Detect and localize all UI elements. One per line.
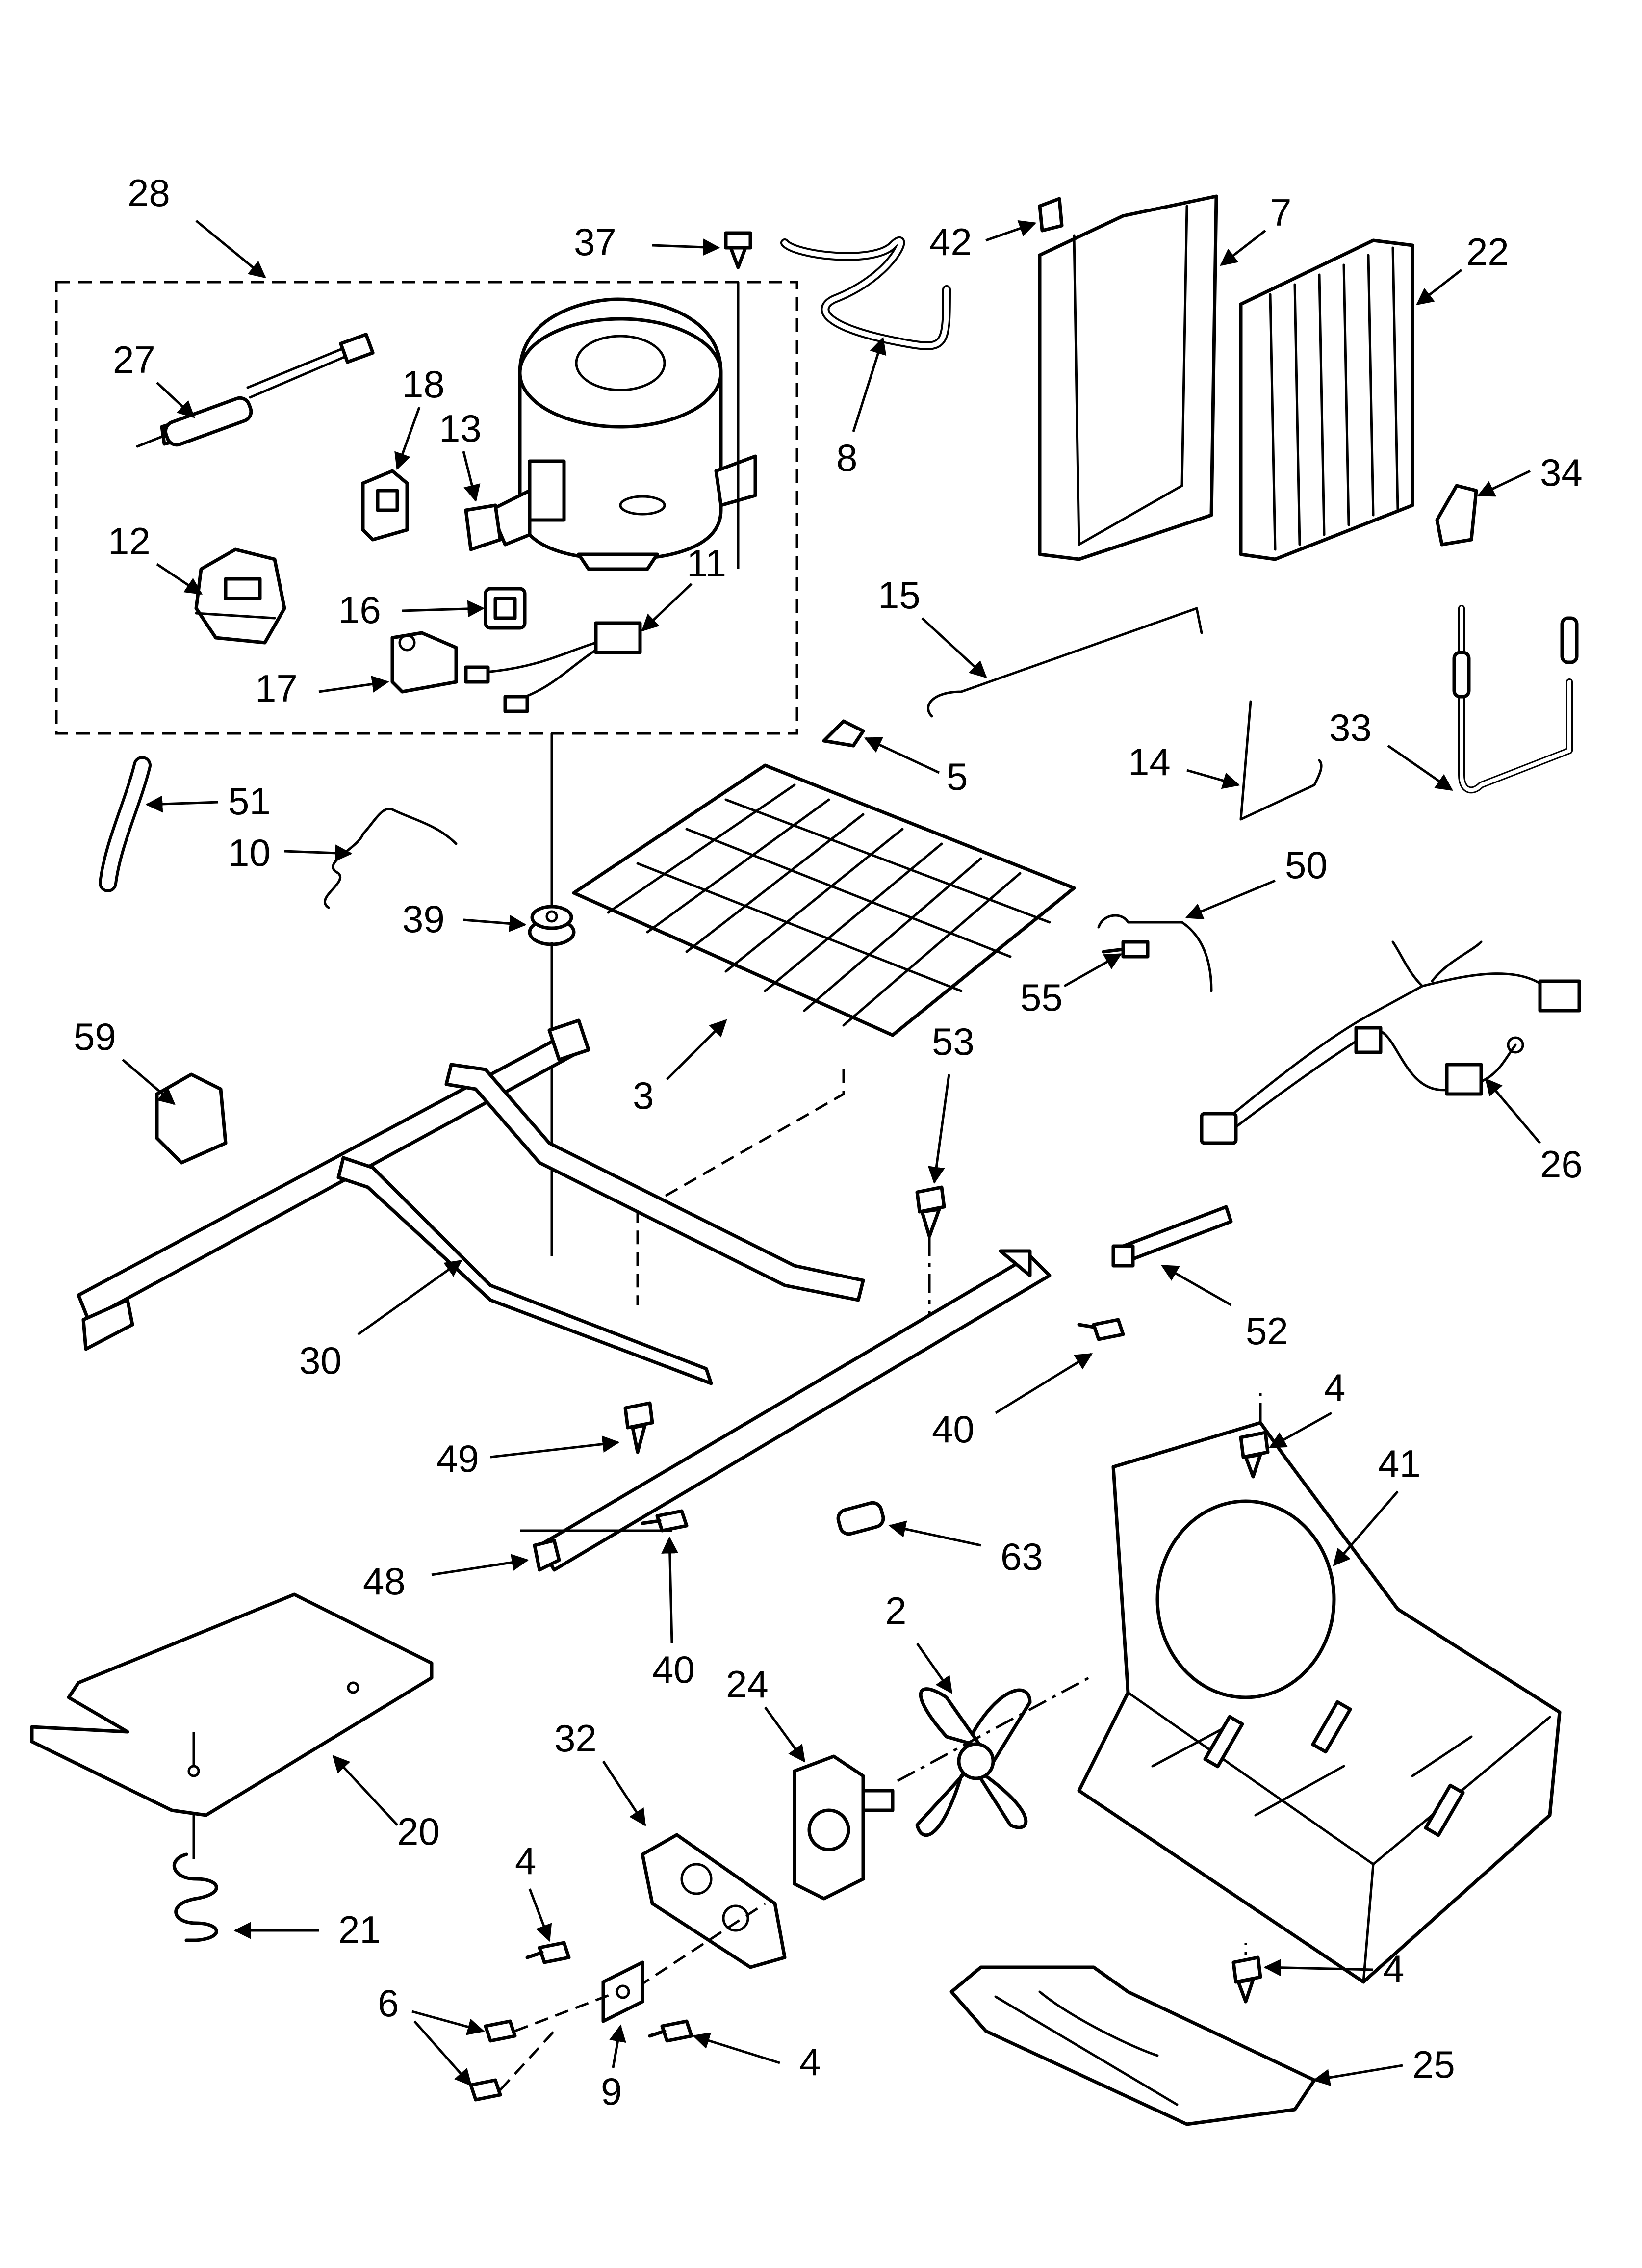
part-24-fan-motor <box>793 1754 895 1901</box>
label-17: 17 <box>255 667 298 710</box>
part-30-frame <box>77 1018 865 1385</box>
label-2: 2 <box>885 1589 906 1632</box>
label-27: 27 <box>113 338 155 381</box>
part-14-hanger <box>1239 700 1323 821</box>
part-3-evaporator <box>572 763 1076 1037</box>
label-34: 34 <box>1540 451 1583 494</box>
label-9: 9 <box>601 2070 622 2113</box>
label-7: 7 <box>1270 191 1291 234</box>
label-5: 5 <box>947 755 968 798</box>
part-5-clip <box>822 719 865 748</box>
part-41-base-pan <box>1077 1421 1562 1984</box>
part-11-wire-harness <box>464 621 642 713</box>
label-40-right: 40 <box>932 1408 975 1451</box>
label-26: 26 <box>1540 1143 1583 1186</box>
label-4-bottom: 4 <box>1383 1947 1404 1990</box>
part-7-shroud <box>1038 194 1218 561</box>
label-39: 39 <box>402 897 445 940</box>
part-55-screw <box>1102 940 1150 959</box>
label-55: 55 <box>1020 976 1063 1019</box>
part-37-screw <box>724 231 752 269</box>
part-63-fitting <box>836 1501 885 1536</box>
label-6: 6 <box>378 1981 399 2025</box>
part-4-screw-bottom <box>1232 1955 1262 2004</box>
part-40-screw-b <box>641 1509 689 1533</box>
label-63: 63 <box>1001 1535 1043 1578</box>
label-14: 14 <box>1128 740 1171 783</box>
label-40-left: 40 <box>652 1648 695 1691</box>
label-53: 53 <box>932 1020 975 1063</box>
part-18-relay <box>361 469 409 542</box>
part-48-rail <box>533 1249 1052 1572</box>
label-10: 10 <box>228 831 271 874</box>
label-30: 30 <box>299 1339 342 1382</box>
label-37: 37 <box>574 220 616 263</box>
part-39-grommet <box>528 905 576 946</box>
label-49: 49 <box>436 1437 479 1480</box>
part-10-wire <box>323 807 458 909</box>
label-52: 52 <box>1246 1309 1288 1353</box>
label-22: 22 <box>1466 230 1509 273</box>
label-21: 21 <box>338 1908 381 1951</box>
label-15: 15 <box>878 574 921 617</box>
label-3: 3 <box>633 1074 654 1117</box>
part-34-clip <box>1435 484 1478 547</box>
label-11: 11 <box>687 542 726 585</box>
part-32-bracket <box>641 1833 787 1969</box>
part-4-screw-right <box>648 2019 693 2043</box>
label-32: 32 <box>554 1717 597 1760</box>
part-6-screw-b <box>469 2078 502 2102</box>
label-59: 59 <box>74 1015 116 1058</box>
part-27-drier <box>136 333 375 448</box>
part-33-tubes <box>1452 605 1579 794</box>
label-8: 8 <box>836 436 857 479</box>
part-50-bracket <box>1097 914 1213 992</box>
part-49-screw <box>623 1401 654 1454</box>
label-4-right: 4 <box>799 2040 821 2084</box>
part-20-cover <box>30 1592 434 1817</box>
label-13: 13 <box>439 407 482 450</box>
part-26-power-harness <box>1200 940 1581 1145</box>
label-4-top: 4 <box>1324 1366 1345 1409</box>
label-51: 51 <box>228 780 271 823</box>
part-22-condenser <box>1239 238 1414 561</box>
label-33: 33 <box>1329 706 1372 749</box>
part-21-spring <box>172 1852 218 1942</box>
part-2-fan-blade <box>915 1687 1032 1837</box>
label-12: 12 <box>108 520 151 563</box>
label-20: 20 <box>397 1810 440 1853</box>
compressor-part <box>488 297 757 571</box>
label-4-left: 4 <box>515 1839 536 1882</box>
part-25-drain-pan <box>949 1965 1316 2126</box>
compressor-kit-outline <box>55 281 798 735</box>
label-50: 50 <box>1285 843 1328 886</box>
part-9-sensor <box>601 1960 644 2023</box>
label-25: 25 <box>1412 2043 1455 2086</box>
part-12-cover <box>194 547 286 645</box>
label-42: 42 <box>929 220 972 263</box>
part-40-screw-a <box>1077 1318 1125 1341</box>
label-16: 16 <box>338 588 381 631</box>
label-48: 48 <box>363 1560 406 1603</box>
part-6-screw-a <box>484 2019 517 2043</box>
part-13-clip <box>464 503 502 551</box>
label-18: 18 <box>402 363 445 406</box>
part-42-clip <box>1038 197 1064 233</box>
part-15-rod <box>927 607 1203 718</box>
part-4-screw-left <box>525 1941 571 1964</box>
label-28: 28 <box>128 171 170 214</box>
part-16-overload <box>484 587 527 630</box>
part-52-cable-tie <box>1111 1205 1233 1268</box>
part-59-clip <box>155 1072 228 1165</box>
label-41: 41 <box>1378 1442 1421 1485</box>
part-53-screw <box>915 1185 946 1238</box>
part-4-screw-top <box>1239 1431 1270 1479</box>
part-17-relay <box>390 631 458 694</box>
label-24: 24 <box>726 1663 769 1706</box>
